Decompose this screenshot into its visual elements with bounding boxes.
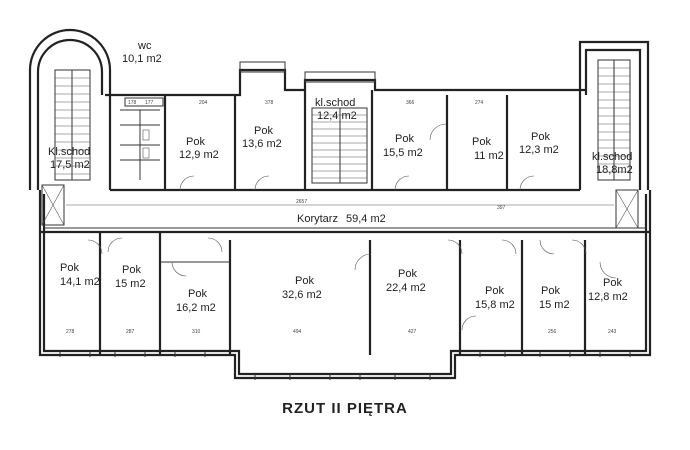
room-name-stair-center: kl.schod: [315, 97, 355, 109]
room-name-pok-bot-5: Pok: [398, 268, 417, 280]
room-area-wc: 10,1 m2: [122, 53, 162, 65]
room-name-pok-top-2: Pok: [254, 125, 273, 137]
room-labels: Kl.schod 17,5 m2 wc 10,1 m2 Pok 12,9 m2 …: [48, 40, 633, 314]
dim-d7: 2657: [296, 199, 307, 205]
room-area-pok-top-3: 15,5 m2: [383, 147, 423, 159]
room-area-pok-bot-2: 15 m2: [115, 278, 146, 290]
outer-walls: [28, 28, 652, 380]
room-name-pok-bot-4: Pok: [295, 275, 314, 287]
room-area-pok-top-5: 12,3 m2: [519, 144, 559, 156]
room-name-pok-bot-6: Pok: [485, 285, 504, 297]
room-area-pok-bot-4: 32,6 m2: [282, 289, 322, 301]
dim-b3: 310: [192, 329, 201, 335]
corridor-fixtures: [41, 184, 639, 229]
floor-plan: 178 177 204 378 366 274 2657 397 278 287…: [28, 28, 652, 380]
room-name-pok-top-1: Pok: [186, 136, 205, 148]
dim-b2: 287: [126, 329, 135, 335]
room-name-pok-top-3: Pok: [395, 133, 414, 145]
upper-partitions: [54, 59, 631, 191]
plan-title: RZUT II PIĘTRA: [282, 400, 408, 417]
room-area-pok-top-1: 12,9 m2: [179, 149, 219, 161]
dim-b7: 243: [608, 329, 617, 335]
room-area-pok-bot-6: 15,8 m2: [475, 299, 515, 311]
dim-d2: 177: [145, 100, 154, 106]
right-stair-treads: [597, 59, 631, 181]
dim-d5: 366: [406, 100, 415, 106]
room-name-pok-top-5: Pok: [531, 131, 550, 143]
room-area-pok-bot-1: 14,1 m2: [60, 276, 100, 288]
dim-d4: 378: [265, 100, 274, 106]
room-area-corridor: 59,4 m2: [346, 213, 386, 225]
room-area-pok-top-2: 13,6 m2: [242, 138, 282, 150]
dim-d1: 178: [128, 100, 137, 106]
room-area-stair-center: 12,4 m2: [317, 110, 357, 122]
dimension-labels: 178 177 204 378 366 274 2657 397 278 287…: [66, 100, 617, 335]
room-name-pok-bot-7: Pok: [541, 285, 560, 297]
dim-b4: 494: [293, 329, 302, 335]
dim-d6: 274: [475, 100, 484, 106]
dim-b6: 256: [548, 329, 557, 335]
lower-partitions: [59, 232, 631, 380]
room-area-pok-top-4: 11 m2: [474, 150, 504, 162]
dim-b5: 427: [408, 329, 417, 335]
room-name-pok-bot-2: Pok: [122, 264, 141, 276]
dim-b1: 278: [66, 329, 75, 335]
room-name-wc: wc: [137, 40, 152, 52]
room-name-stair-left: Kl.schod: [48, 146, 90, 158]
room-area-pok-bot-7: 15 m2: [539, 299, 570, 311]
room-name-pok-bot-1: Pok: [60, 262, 79, 274]
center-stair-treads: [311, 107, 368, 184]
room-name-corridor: Korytarz: [297, 213, 338, 225]
room-area-stair-left: 17,5 m2: [50, 159, 90, 171]
dim-d3: 204: [199, 100, 208, 106]
room-name-pok-top-4: Pok: [472, 136, 491, 148]
room-area-pok-bot-3: 16,2 m2: [176, 302, 216, 314]
room-name-pok-bot-8: Pok: [603, 277, 622, 289]
room-name-stair-right: kl.schod: [592, 151, 632, 163]
room-name-pok-bot-3: Pok: [188, 288, 207, 300]
room-area-stair-right: 18,8m2: [596, 164, 633, 176]
room-area-pok-bot-5: 22,4 m2: [386, 282, 426, 294]
room-area-pok-bot-8: 12,8 m2: [588, 291, 628, 303]
dim-d8: 397: [497, 205, 506, 211]
left-stair-treads: [54, 69, 91, 181]
